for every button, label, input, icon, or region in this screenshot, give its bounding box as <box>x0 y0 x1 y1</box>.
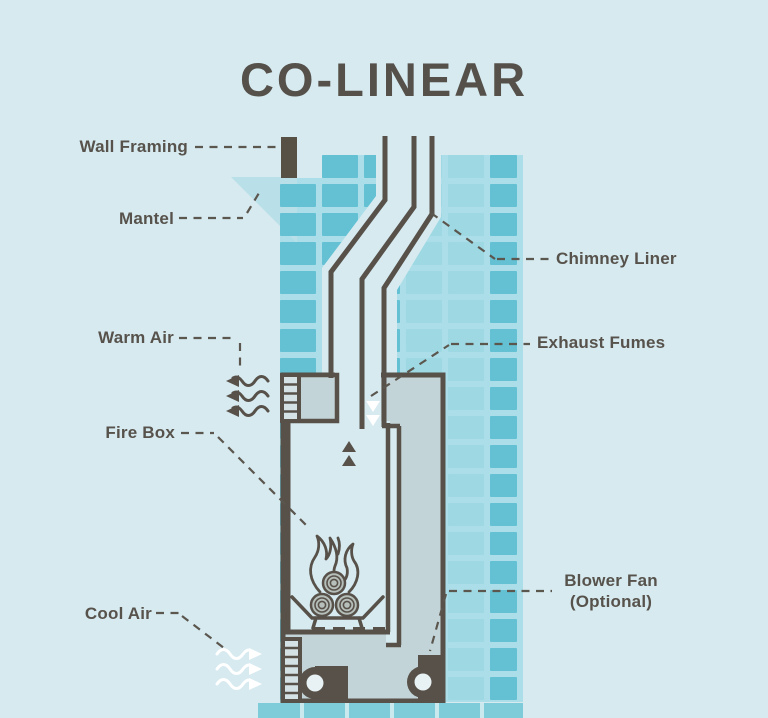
callout-fire-box <box>181 431 309 528</box>
brick <box>448 445 484 468</box>
brick <box>490 474 517 497</box>
brick <box>448 184 484 207</box>
brick <box>406 329 442 352</box>
callout-mantel <box>179 192 260 220</box>
brick <box>448 677 484 700</box>
label-blower-fan: Blower Fan (Optional) <box>536 570 686 612</box>
brick <box>280 271 316 294</box>
label-wall-framing: Wall Framing <box>79 137 188 156</box>
brick <box>490 590 517 613</box>
log-icons <box>309 570 360 618</box>
brick <box>490 329 517 352</box>
brick <box>490 677 517 700</box>
callout-cool-air <box>156 611 225 649</box>
brick <box>448 416 484 439</box>
hearth-strip <box>258 703 523 718</box>
brick <box>490 184 517 207</box>
fire-group <box>290 534 388 631</box>
callout-exhaust-fumes <box>370 342 530 397</box>
brick <box>448 300 484 323</box>
fire-grate <box>290 595 385 630</box>
brick <box>280 213 316 236</box>
label-cool-air: Cool Air <box>84 604 152 623</box>
blower-fan-right <box>407 655 441 699</box>
label-mantel: Mantel <box>118 209 174 228</box>
brick <box>490 648 517 671</box>
brick <box>448 474 484 497</box>
callout-lines <box>156 145 552 652</box>
warm-air-louver <box>280 373 301 423</box>
brick <box>448 619 484 642</box>
brick <box>490 300 517 323</box>
fireplace-unit <box>280 370 446 704</box>
brick <box>490 416 517 439</box>
brick <box>448 271 484 294</box>
brick <box>322 155 358 178</box>
warm-air-arrows <box>226 375 270 417</box>
page-title: CO-LINEAR <box>239 53 529 106</box>
brick <box>490 387 517 410</box>
brick <box>448 358 484 381</box>
brick <box>448 387 484 410</box>
brick <box>322 213 358 236</box>
label-exhaust-fumes: Exhaust Fumes <box>537 333 666 352</box>
brick <box>448 213 484 236</box>
cool-air-arrows <box>215 648 262 690</box>
brick <box>490 503 517 526</box>
fume-up-arrows <box>342 441 356 466</box>
label-warm-air: Warm Air <box>98 328 174 347</box>
exhaust-down-arrows <box>366 401 380 426</box>
brick <box>448 561 484 584</box>
brick <box>448 242 484 265</box>
label-blower-fan-line1: Blower Fan <box>564 571 658 590</box>
chimney-liner-outlines <box>328 136 435 429</box>
callout-blower-fan <box>428 589 552 652</box>
brick <box>490 445 517 468</box>
blower-fan-left <box>299 666 348 699</box>
brick <box>448 648 484 671</box>
callout-warm-air <box>179 336 242 369</box>
brick <box>280 184 316 207</box>
brick <box>448 532 484 555</box>
brick <box>490 213 517 236</box>
label-fire-box: Fire Box <box>105 423 175 442</box>
brick <box>406 271 442 294</box>
label-chimney-liner: Chimney Liner <box>556 249 677 268</box>
flame-icon <box>309 534 360 594</box>
brick <box>490 561 517 584</box>
brick <box>490 358 517 381</box>
cool-air-louver <box>281 637 302 703</box>
callout-chimney-liner <box>430 212 549 261</box>
brick <box>406 300 442 323</box>
label-blower-fan-line2: (Optional) <box>569 592 653 611</box>
brick <box>490 271 517 294</box>
chimney-liner-pipes <box>322 136 441 379</box>
brick <box>280 300 316 323</box>
brick <box>490 619 517 642</box>
brick <box>448 155 484 178</box>
brick <box>322 184 358 207</box>
brick <box>490 155 517 178</box>
brick <box>280 242 316 265</box>
brick <box>448 503 484 526</box>
brick <box>448 590 484 613</box>
wall-framing-stud <box>281 137 297 178</box>
brick <box>448 329 484 352</box>
brick <box>490 532 517 555</box>
brick <box>490 242 517 265</box>
brick <box>280 329 316 352</box>
